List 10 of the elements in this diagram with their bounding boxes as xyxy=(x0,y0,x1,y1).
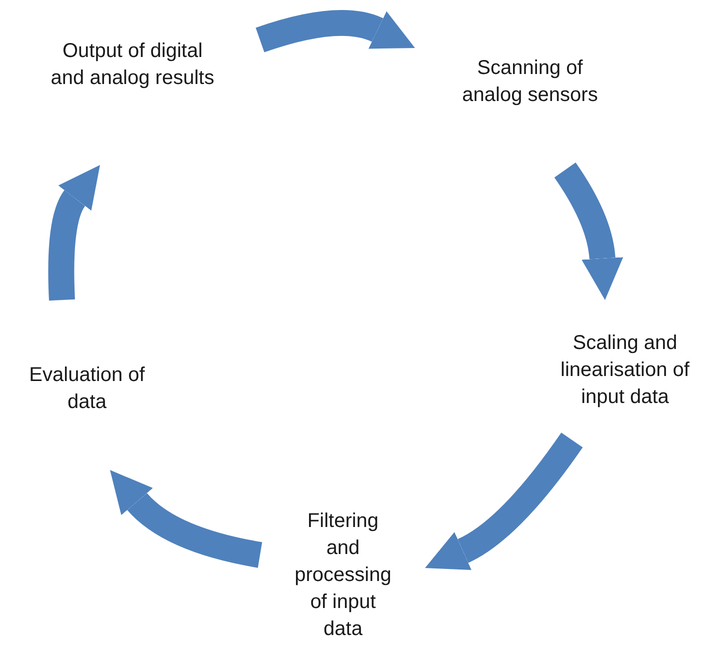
step-label: Scanning of analog sensors xyxy=(461,56,599,108)
step-label: Filtering and processing of input data xyxy=(294,509,392,642)
curved-arrow xyxy=(256,10,416,52)
curved-arrow xyxy=(426,432,583,570)
step-label: Scaling and linearisation of input data xyxy=(560,331,690,410)
curved-arrow xyxy=(554,162,624,300)
step-label: Evaluation of data xyxy=(28,363,146,415)
curved-arrow xyxy=(48,163,98,301)
step-label: Output of digital and analog results xyxy=(50,39,215,91)
curved-arrow xyxy=(108,471,262,568)
